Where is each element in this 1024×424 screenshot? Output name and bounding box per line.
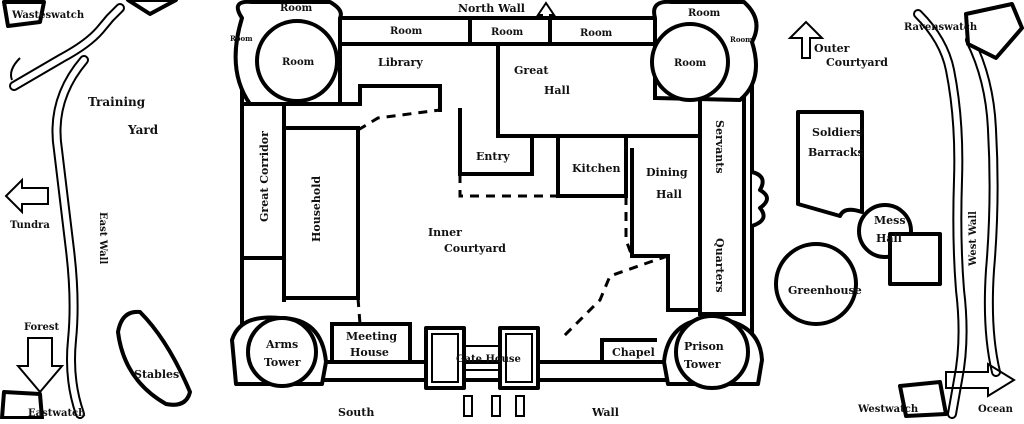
gate-house-label: Gate House [456, 354, 521, 365]
dashed-passages [356, 108, 669, 342]
entry-label: Entry [476, 150, 510, 163]
wall-label: Wall [591, 406, 619, 419]
stables-label: Stables [134, 368, 179, 381]
eastwatch-label: Eastwatch [28, 408, 86, 419]
room-north-1: Room [390, 26, 423, 37]
arrow-left-icon [4, 177, 49, 215]
inner-label: Inner [428, 226, 462, 239]
north-arrow-icon [536, 1, 556, 20]
dining-hall-label: Hall [656, 188, 682, 201]
ocean-label: Ocean [978, 404, 1014, 415]
kitchen-label: Kitchen [572, 162, 621, 175]
outer-label: Outer [814, 42, 850, 55]
room-tower-ne: Room [674, 58, 707, 69]
meeting-label: Meeting [346, 330, 397, 343]
eastwatch-tower [0, 390, 44, 420]
outer-courtyard-label: Courtyard [826, 56, 888, 69]
room-top-left: Room [280, 3, 313, 14]
servants-label: Servants [713, 120, 726, 174]
east-wall-label: East Wall [97, 212, 108, 264]
north-wall-label: North Wall [458, 2, 525, 15]
arms-tower-label: Tower [264, 356, 301, 369]
greenhouse-label: Greenhouse [788, 284, 862, 297]
household-label: Household [310, 176, 323, 242]
yard-label: Yard [127, 123, 159, 137]
east-outer-wall [9, 3, 125, 419]
library-label: Library [378, 56, 423, 69]
barracks-label: Barracks [808, 146, 864, 159]
tundra-label: Tundra [10, 220, 50, 231]
prison-tower-label: Tower [684, 358, 721, 371]
prison-label: Prison [684, 340, 724, 353]
great-corridor-label: Great Corridor [258, 131, 271, 222]
wasteswatch-tower [2, 0, 46, 28]
meeting-house-label: House [350, 346, 389, 359]
westwatch-tower [898, 380, 948, 418]
great-label: Great [514, 64, 549, 77]
mess-label: Mess [874, 214, 906, 227]
quarters-label: Quarters [713, 238, 726, 293]
arms-label: Arms [265, 338, 298, 351]
arrow-up-icon [787, 20, 825, 59]
wasteswatch-label: Wasteswatch [11, 10, 85, 21]
room-top-right: Room [688, 8, 721, 19]
soldiers-label: Soldiers [812, 126, 862, 139]
dining-label: Dining [646, 166, 688, 179]
chapel-label: Chapel [612, 346, 655, 359]
arrow-right-icon [945, 362, 1016, 398]
ravenswatch-tower [964, 2, 1024, 60]
west-wall-label: West Wall [968, 211, 979, 267]
map-labels: North Wall South Wall East Wall West Wal… [10, 2, 1014, 419]
ravenswatch-label: Ravenswatch [904, 22, 978, 33]
training-label: Training [88, 95, 146, 109]
outer-buildings [116, 110, 942, 407]
room-north-3: Room [580, 28, 613, 39]
room-small-right: Room [730, 35, 753, 44]
west-outer-wall [913, 9, 1001, 419]
inner-courtyard-label: Courtyard [444, 242, 506, 255]
room-small-left: Room [230, 34, 253, 43]
room-tower-nw: Room [282, 57, 315, 68]
keep-towers [230, 0, 764, 417]
great-hall-label: Hall [544, 84, 570, 97]
mess-hall-label: Hall [876, 232, 902, 245]
room-north-2: Room [491, 27, 524, 38]
south-label: South [338, 406, 374, 419]
wasteswatch-turret [126, 0, 178, 16]
arrow-down-icon [15, 337, 65, 394]
westwatch-label: Westwatch [857, 404, 919, 415]
forest-label: Forest [24, 322, 59, 333]
